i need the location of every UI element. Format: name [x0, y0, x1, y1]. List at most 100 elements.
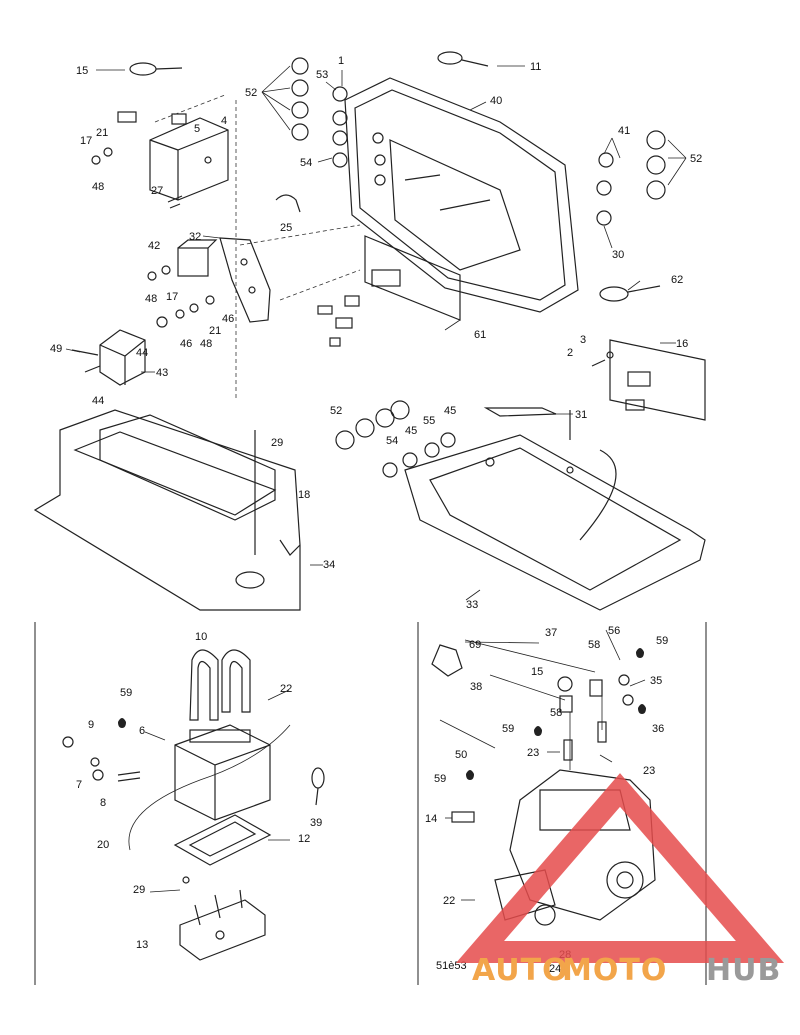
callout-44: 44 — [92, 395, 104, 407]
callout-37: 37 — [545, 627, 557, 639]
dashed-assembly-lines — [154, 94, 361, 400]
fuse-block-61-drawing — [317, 235, 461, 347]
bracket-32-relay-42-drawing — [147, 237, 271, 328]
electrical-box-40-drawing — [344, 77, 579, 313]
callout-1: 1 — [338, 55, 344, 67]
callout-32: 32 — [189, 231, 201, 243]
callout-61: 61 — [474, 329, 486, 341]
clamp-62-drawing — [599, 285, 661, 302]
battery-hardware-drawing — [62, 736, 325, 884]
callout-34: 34 — [323, 559, 335, 571]
callout-29: 29 — [271, 437, 283, 449]
callout-23: 23 — [643, 765, 655, 777]
callout-30: 30 — [612, 249, 624, 261]
callout-22: 22 — [280, 683, 292, 695]
callout-7: 7 — [76, 779, 82, 791]
callout-46: 46 — [222, 313, 234, 325]
callout-54: 54 — [300, 157, 312, 169]
callout-45: 45 — [405, 425, 417, 437]
callout-21: 21 — [209, 325, 221, 337]
battery-holder-13-drawing — [179, 889, 266, 961]
callout-48: 48 — [200, 338, 212, 350]
tray-33-drawing — [404, 410, 706, 611]
callout-29: 29 — [133, 884, 145, 896]
callout-23: 23 — [527, 747, 539, 759]
callout-39: 39 — [310, 817, 322, 829]
callout-18: 18 — [298, 489, 310, 501]
callout-17: 17 — [80, 135, 92, 147]
callout-31: 31 — [575, 409, 587, 421]
battery-strap-10-drawing — [189, 649, 251, 721]
callout-50: 50 — [455, 749, 467, 761]
clamp-15-drawing — [129, 62, 183, 76]
watermark-triangle — [455, 773, 785, 963]
callout-9: 9 — [88, 719, 94, 731]
callout-27: 27 — [151, 185, 163, 197]
callout-56: 56 — [608, 625, 620, 637]
callout-8: 8 — [100, 797, 106, 809]
leader-lines — [65, 65, 687, 901]
callout-6: 6 — [139, 725, 145, 737]
callout-54: 54 — [386, 435, 398, 447]
section-borders — [34, 622, 707, 985]
callout-43: 43 — [156, 367, 168, 379]
battery-6-drawing — [128, 724, 291, 851]
base-plate-34-drawing — [33, 409, 301, 611]
callout-10: 10 — [195, 631, 207, 643]
bracket-4-drawing — [91, 111, 229, 209]
callout-58: 58 — [550, 707, 562, 719]
callout-44: 44 — [136, 347, 148, 359]
battery-tray-12-drawing — [173, 814, 272, 866]
strip-31-drawing — [483, 407, 557, 417]
callout-52: 52 — [690, 153, 702, 165]
callout-59: 59 — [502, 723, 514, 735]
callout-20: 20 — [97, 839, 109, 851]
callout-35: 35 — [650, 675, 662, 687]
watermark-text-hub: HUB — [706, 953, 781, 988]
callout-2: 2 — [567, 347, 573, 359]
oil-drops-59 — [118, 648, 646, 780]
callout-labels: 15 11 52 53 1 40 17 21 5 4 48 54 27 25 4… — [50, 55, 702, 975]
spark-plug-caps-drawing — [557, 674, 634, 706]
callout-14: 14 — [425, 813, 437, 825]
callout-55: 55 — [423, 415, 435, 427]
callout-52: 52 — [330, 405, 342, 417]
grommets-52-tray — [335, 400, 456, 478]
tie-25-drawing — [275, 194, 301, 213]
watermark-text-moto: MOTO — [562, 953, 667, 988]
callout-13: 13 — [136, 939, 148, 951]
callout-48: 48 — [92, 181, 104, 193]
callout-3: 3 — [580, 334, 586, 346]
callout-38: 38 — [470, 681, 482, 693]
callout-22: 22 — [443, 895, 455, 907]
callout-33: 33 — [466, 599, 478, 611]
callout-25: 25 — [280, 222, 292, 234]
callout-40: 40 — [490, 95, 502, 107]
callout-15: 15 — [531, 666, 543, 678]
callout-59: 59 — [656, 635, 668, 647]
callout-62: 62 — [671, 274, 683, 286]
clamp-11-drawing — [437, 51, 489, 67]
grommets-52-left — [291, 57, 348, 168]
grommets-52-right — [596, 130, 666, 226]
callout-16: 16 — [676, 338, 688, 350]
callout-17: 17 — [166, 291, 178, 303]
callout-49: 49 — [50, 343, 62, 355]
watermark-logo: AUTO MOTO HUB — [455, 773, 785, 988]
callout-59: 59 — [434, 773, 446, 785]
callout-24: 24 — [549, 963, 561, 975]
solenoid-43-drawing — [71, 329, 146, 386]
panel-16-drawing — [591, 339, 706, 421]
callout-59: 59 — [120, 687, 132, 699]
callout-53: 53 — [316, 69, 328, 81]
ignition-leads-drawing — [439, 639, 607, 770]
callout-45: 45 — [444, 405, 456, 417]
callout-15: 15 — [76, 65, 88, 77]
callout-48: 48 — [145, 293, 157, 305]
callout-41: 41 — [618, 125, 630, 137]
callout-69: 69 — [469, 639, 481, 651]
watermark-text-auto: AUTO — [472, 953, 569, 988]
callout-52: 52 — [245, 87, 257, 99]
callout-46: 46 — [180, 338, 192, 350]
